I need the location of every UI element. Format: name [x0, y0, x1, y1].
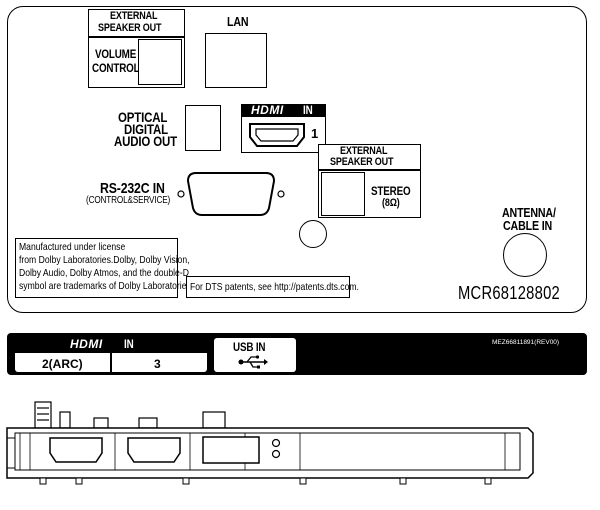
hdmi-side-header-bar: [15, 338, 207, 353]
ext-speaker-stereo-divider: [318, 169, 421, 171]
antenna-label-1: ANTENNA/: [502, 205, 556, 220]
dts-notice-text: For DTS patents, see http://patents.dts.…: [190, 281, 359, 293]
dolby-notice-line-2: from Dolby Laboratories.Dolby, Dolby Vis…: [19, 254, 190, 266]
hdmi-side-in-label: IN: [124, 337, 134, 351]
round-port[interactable]: [299, 220, 327, 248]
dolby-notice-line-4: symbol are trademarks of Dolby Laborator…: [19, 280, 194, 292]
optical-label-2: DIGITAL: [124, 121, 168, 137]
rear-port-panel: [7, 6, 587, 313]
hdmi-side-logo: HDMI: [70, 337, 103, 351]
dts-notice-box: [186, 276, 350, 298]
ext-speaker-divider: [88, 36, 185, 38]
ext-speaker-title-1: EXTERNAL: [110, 10, 158, 22]
lan-port[interactable]: [205, 33, 267, 88]
dolby-notice-box: [15, 238, 178, 298]
model-number: MCR68128802: [458, 283, 561, 303]
hdmi-1-port[interactable]: [248, 122, 306, 148]
hdmi-in-label: IN: [303, 103, 313, 117]
rs232c-label: RS-232C IN: [100, 180, 165, 197]
hdmi-1-label-bar: [241, 104, 326, 118]
hdmi-side-cell-divider: [110, 353, 112, 372]
hdmi-1-number: 1: [311, 126, 319, 141]
optical-label-3: AUDIO OUT: [114, 133, 177, 149]
usb-side-label: [214, 338, 296, 372]
volume-control-port[interactable]: [138, 39, 182, 85]
usb-icon: [238, 355, 268, 369]
part-code: MEZ66811891(REV00): [492, 339, 560, 346]
ext-speaker-stereo-title-2: SPEAKER OUT: [330, 156, 394, 168]
volume-control-label-2: CONTROL: [92, 61, 140, 75]
antenna-label-2: CABLE IN: [503, 218, 553, 233]
ext-speaker-stereo-title-1: EXTERNAL: [340, 145, 388, 157]
volume-control-label-1: VOLUME: [95, 47, 137, 61]
side-view-drawing: [6, 401, 534, 485]
rs232c-port[interactable]: [176, 170, 286, 218]
ext-speaker-title-2: SPEAKER OUT: [98, 22, 162, 34]
optical-port[interactable]: [185, 105, 221, 151]
antenna-port[interactable]: [503, 233, 547, 277]
hdmi-port-3-label: 3: [154, 357, 161, 371]
stereo-sublabel: (8Ω): [382, 197, 400, 209]
usb-in-label: USB IN: [233, 340, 266, 354]
stereo-label: STEREO: [371, 184, 411, 198]
hdmi-logo: HDMI: [251, 103, 284, 117]
stereo-speaker-port[interactable]: [321, 172, 365, 216]
hdmi-port-2-arc-label: 2(ARC): [42, 357, 83, 371]
dolby-notice-line-3: Dolby Audio, Dolby Atmos, and the double…: [19, 267, 189, 279]
optical-label-1: OPTICAL: [118, 109, 168, 125]
dolby-notice-line-1: Manufactured under license: [19, 241, 126, 253]
rs232c-sublabel: (CONTROL&SERVICE): [86, 195, 171, 206]
lan-label: LAN: [227, 14, 249, 29]
